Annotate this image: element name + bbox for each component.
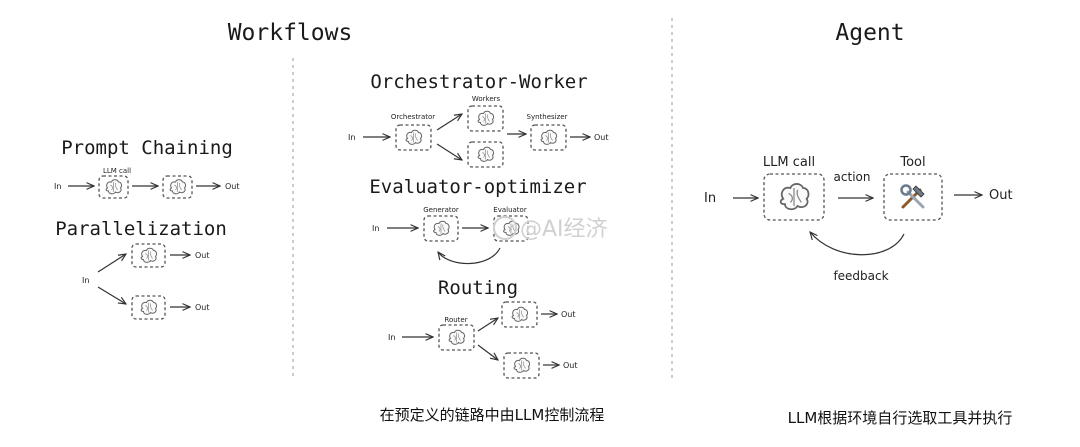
routing-out-bottom-label: Out — [563, 361, 578, 370]
agent-diagram: LLM call Tool action In Out feedback — [704, 155, 1013, 283]
brain-icon — [779, 183, 810, 211]
brain-icon — [140, 247, 158, 263]
brain-icon — [477, 110, 495, 126]
evaluator-optimizer-title: Evaluator-optimizer — [369, 176, 586, 198]
brain-icon — [405, 129, 423, 145]
parallelization-arrow-down — [97, 286, 126, 304]
agent-feedback-label: feedback — [833, 269, 888, 283]
routing-arrow-down — [477, 344, 498, 360]
orchestrator-worker-title: Orchestrator-Worker — [370, 71, 587, 93]
routing-title: Routing — [438, 277, 518, 299]
brain-icon — [169, 179, 187, 195]
orchestrator-label: Orchestrator — [391, 113, 435, 121]
brain-icon — [540, 129, 558, 145]
prompt-chaining-llm-call-label: LLM call — [103, 167, 131, 175]
evaluator-label: Evaluator — [493, 206, 527, 214]
agent-feedback-arrow — [810, 232, 905, 256]
brain-icon — [477, 146, 495, 162]
agent-llm-call-label: LLM call — [763, 155, 815, 170]
brain-icon — [105, 179, 123, 195]
parallelization-title: Parallelization — [55, 218, 227, 240]
evaluator-optimizer-diagram: Evaluator-optimizer Generator Evaluator … — [369, 176, 587, 265]
agent-title: Agent — [835, 20, 904, 46]
router-label: Router — [444, 316, 467, 324]
workflows-caption: 在预定义的链路中由LLM控制流程 — [380, 406, 605, 424]
brain-icon — [448, 329, 466, 345]
evaluator-feedback-arrow — [438, 247, 501, 265]
routing-out-top-label: Out — [561, 310, 576, 319]
prompt-chaining-out-label: Out — [225, 182, 240, 191]
agent-tool-label: Tool — [899, 155, 925, 170]
watermark-text: @AI经济 — [520, 217, 608, 242]
orchestrator-arrow-down — [436, 143, 462, 160]
weibo-logo-icon — [493, 216, 517, 240]
prompt-chaining-title: Prompt Chaining — [61, 137, 233, 159]
prompt-chaining-in-label: In — [54, 182, 61, 191]
watermark: @AI经济 — [493, 216, 608, 242]
prompt-chaining-diagram: Prompt Chaining LLM call In Out — [54, 137, 240, 199]
generator-label: Generator — [423, 206, 459, 214]
evaluator-in-label: In — [372, 224, 379, 233]
workers-label: Workers — [472, 95, 501, 103]
routing-diagram: Routing Router In Out Out — [388, 277, 578, 379]
routing-arrow-up — [477, 318, 498, 332]
agent-action-label: action — [834, 170, 871, 184]
agent-in-label: In — [704, 191, 716, 206]
workflows-title: Workflows — [228, 20, 353, 46]
brain-icon — [511, 306, 529, 322]
orchestrator-arrow-up — [436, 114, 462, 131]
brain-icon — [140, 299, 158, 315]
orchestrator-out-label: Out — [594, 133, 609, 142]
routing-in-label: In — [388, 333, 395, 342]
parallelization-arrow-up — [97, 254, 126, 273]
synthesizer-label: Synthesizer — [527, 113, 568, 121]
brain-icon — [513, 357, 531, 373]
parallelization-in-label: In — [82, 276, 89, 285]
parallelization-diagram: Parallelization In Out Out — [55, 218, 227, 320]
parallelization-out-top-label: Out — [195, 251, 210, 260]
brain-icon — [433, 220, 450, 236]
parallelization-out-bottom-label: Out — [195, 303, 210, 312]
agent-caption: LLM根据环境自行选取工具并执行 — [788, 409, 1013, 427]
orchestrator-in-label: In — [348, 133, 355, 142]
hammer-wrench-icon — [900, 184, 925, 209]
agent-out-label: Out — [989, 188, 1013, 203]
orchestrator-worker-diagram: Orchestrator-Worker Orchestrator Workers… — [348, 71, 609, 168]
